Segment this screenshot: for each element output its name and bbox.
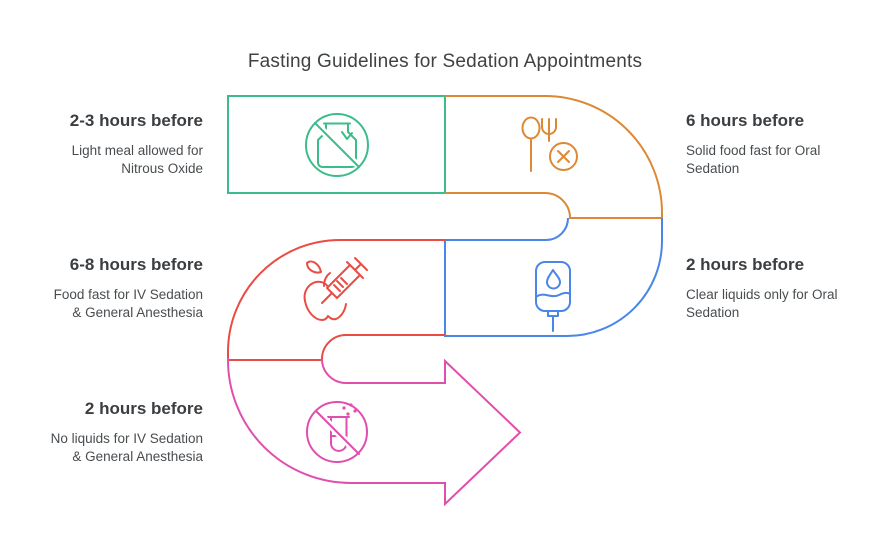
page-title: Fasting Guidelines for Sedation Appointm… — [247, 51, 643, 72]
step-4-desc-line1: Clear liquids only for Oral — [686, 287, 838, 302]
step-1-desc-line2: Nitrous Oxide — [121, 161, 203, 176]
step-2-label: 6 hours before Solid food fast for Oral … — [686, 111, 820, 178]
no-utensils-icon — [521, 116, 578, 172]
stage-2-band — [445, 95, 663, 219]
iv-bag-icon — [535, 261, 571, 332]
stage-3-outer-path — [227, 239, 445, 358]
step-2-time: 6 hours before — [686, 111, 805, 130]
step-4-desc: Clear liquids only for Oral Sedation — [686, 286, 838, 322]
stage-1-band — [227, 95, 446, 194]
stage-2-inner-path — [445, 192, 662, 219]
step-2-desc-line2: Sedation — [686, 161, 740, 176]
step-1-label: 2-3 hours before Light meal allowed for … — [70, 111, 203, 178]
step-5-time: 2 hours before — [84, 399, 203, 418]
stage-3-band — [227, 239, 445, 361]
no-milk-icon — [305, 113, 369, 177]
step-3-desc-line1: Food fast for IV Sedation — [53, 287, 203, 302]
step-2-desc: Solid food fast for Oral Sedation — [686, 142, 820, 178]
step-4-label: 2 hours before Clear liquids only for Or… — [686, 255, 838, 322]
step-1-desc-line1: Light meal allowed for — [71, 143, 203, 158]
step-2-desc-line1: Solid food fast for Oral — [686, 143, 821, 158]
step-3-desc-line2: & General Anesthesia — [72, 305, 203, 320]
step-3-desc: Food fast for IV Sedation & General Anes… — [54, 286, 203, 322]
stage-3-inner-path — [321, 334, 445, 360]
step-3-time: 6-8 hours before — [69, 255, 203, 274]
stage-1-outline — [227, 95, 446, 194]
step-5-desc-line2: & General Anesthesia — [72, 449, 203, 464]
step-5-desc-line1: No liquids for IV Sedation — [50, 431, 203, 446]
stage-2-outer-path — [445, 95, 663, 218]
stage-4-band — [444, 217, 663, 337]
stage-5-band — [227, 358, 522, 507]
stage-5-arrow-path — [227, 358, 522, 507]
step-1-desc: Light meal allowed for Nitrous Oxide — [70, 142, 203, 178]
no-drink-icon — [306, 401, 368, 463]
apple-syringe-icon — [303, 257, 368, 321]
step-5-label: 2 hours before No liquids for IV Sedatio… — [51, 399, 203, 466]
step-1-time: 2-3 hours before — [69, 111, 203, 130]
step-5-desc: No liquids for IV Sedation & General Ane… — [51, 430, 203, 466]
step-4-desc-line2: Sedation — [686, 305, 740, 320]
step-4-time: 2 hours before — [686, 255, 805, 274]
step-3-label: 6-8 hours before Food fast for IV Sedati… — [54, 255, 203, 322]
stage-4-path — [444, 217, 663, 337]
